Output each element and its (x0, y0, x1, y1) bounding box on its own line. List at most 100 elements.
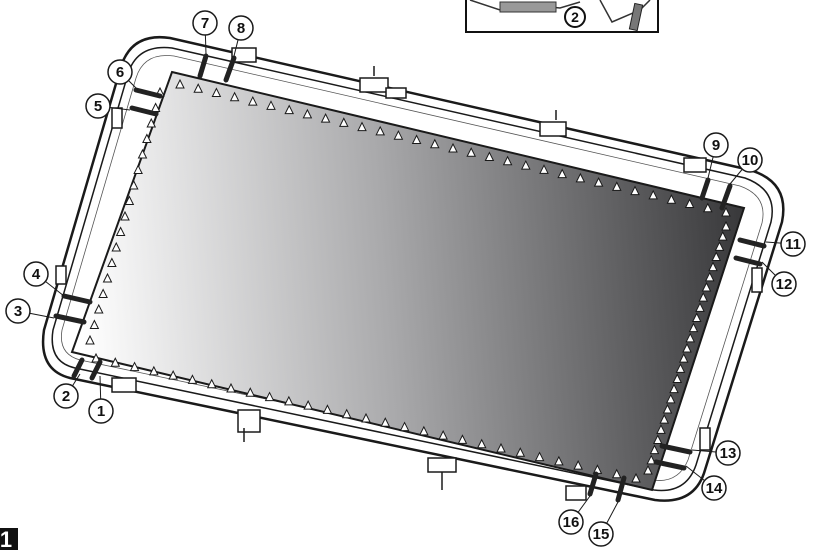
mat-clip (266, 100, 276, 110)
mat-clip (128, 179, 139, 190)
mat-clip (557, 168, 568, 179)
callout-number: 9 (712, 137, 720, 154)
inset-label: 2 (571, 9, 579, 25)
mat-clip (698, 292, 709, 302)
mat-clip (554, 455, 564, 466)
strap-3 (53, 313, 87, 325)
callout-number: 4 (32, 266, 41, 283)
mat-clip (466, 147, 477, 157)
mat-clip (302, 108, 313, 119)
callout-number: 10 (742, 152, 759, 169)
bracket (751, 267, 763, 293)
mat-clip (438, 430, 448, 440)
bracket (699, 427, 711, 451)
mat-clip (457, 434, 468, 444)
bracket (359, 77, 389, 93)
mat-clip (284, 395, 294, 406)
callout-1: 1 (88, 375, 114, 424)
mat-clip (711, 251, 722, 261)
callout-number: 3 (14, 303, 22, 320)
mat-clip (264, 391, 275, 402)
mat-clip (322, 404, 333, 414)
mat-clip (357, 121, 367, 132)
callout-8: 8 (228, 15, 254, 57)
mat-clip (247, 95, 258, 106)
bracket (539, 121, 567, 137)
bracket (231, 47, 257, 63)
mat-clip (303, 400, 313, 410)
mat-clip (484, 151, 495, 162)
bracket (683, 157, 707, 173)
mat-clip (419, 425, 429, 436)
step-badge: 1 (0, 527, 18, 550)
mat-clip (115, 226, 126, 236)
mat-clip (229, 91, 240, 102)
callout-10: 10 (729, 147, 763, 185)
mat-clip (226, 382, 236, 393)
callout-number: 5 (94, 98, 102, 115)
mat-clip (89, 319, 100, 329)
mat-clip (110, 357, 121, 367)
mat-clip (107, 257, 117, 267)
mat-clip (320, 113, 331, 123)
mat-clip (721, 220, 731, 231)
callout-number: 16 (563, 514, 580, 531)
mat-clip (98, 288, 108, 298)
mat-clip (649, 444, 660, 455)
strap-11 (737, 237, 767, 249)
callout-circle (558, 509, 584, 535)
mat-clip (643, 464, 653, 475)
mat-clip (206, 378, 217, 389)
mat-clip (684, 198, 695, 208)
mat-clip (375, 125, 386, 136)
strap-5 (129, 105, 159, 117)
step-number: 1 (0, 527, 12, 550)
bracket (111, 377, 137, 393)
strap-7 (197, 53, 209, 79)
callout-13: 13 (691, 440, 741, 466)
frame-inner-rail (51, 46, 773, 492)
callout-circle (107, 59, 133, 85)
mat-clip (361, 412, 371, 423)
callout-11: 11 (765, 231, 806, 257)
mat-clip (695, 302, 705, 312)
strap-12 (733, 255, 763, 267)
strap-1 (89, 359, 103, 381)
mat-clip (102, 272, 113, 283)
callout-16: 16 (558, 495, 591, 535)
mat-clip (411, 134, 422, 144)
frame-brackets (55, 47, 763, 501)
mat-clip (502, 155, 513, 166)
callout-circle (588, 521, 614, 547)
mat-clip (393, 130, 404, 140)
mat-clip (646, 454, 657, 465)
mat-clip (593, 177, 604, 187)
callout-3: 3 (5, 298, 55, 324)
mat-clip (573, 460, 583, 470)
strap-9 (699, 177, 711, 201)
mat-clip (648, 189, 659, 200)
mat-clip (129, 361, 140, 372)
mat-clip (211, 87, 222, 98)
mat-clip (137, 148, 148, 159)
mat-clip (534, 451, 545, 462)
mat-clip (338, 117, 349, 127)
callout-number: 1 (97, 403, 105, 420)
callout-number: 2 (62, 388, 70, 405)
callout-circle (88, 398, 114, 424)
callout-9: 9 (703, 132, 729, 179)
callout-number: 7 (201, 15, 209, 32)
mat-clip (429, 138, 440, 149)
callout-15: 15 (588, 501, 619, 547)
mat-clip (672, 373, 683, 383)
callout-2: 2 (53, 373, 81, 409)
bracket (385, 87, 407, 99)
mat-clip (652, 434, 663, 444)
mat-clip (496, 442, 506, 453)
mat-clip (630, 185, 640, 196)
mat-clip (124, 195, 135, 205)
mat-clip (341, 408, 352, 419)
mat-clip (142, 133, 152, 143)
callout-12: 12 (761, 261, 797, 297)
